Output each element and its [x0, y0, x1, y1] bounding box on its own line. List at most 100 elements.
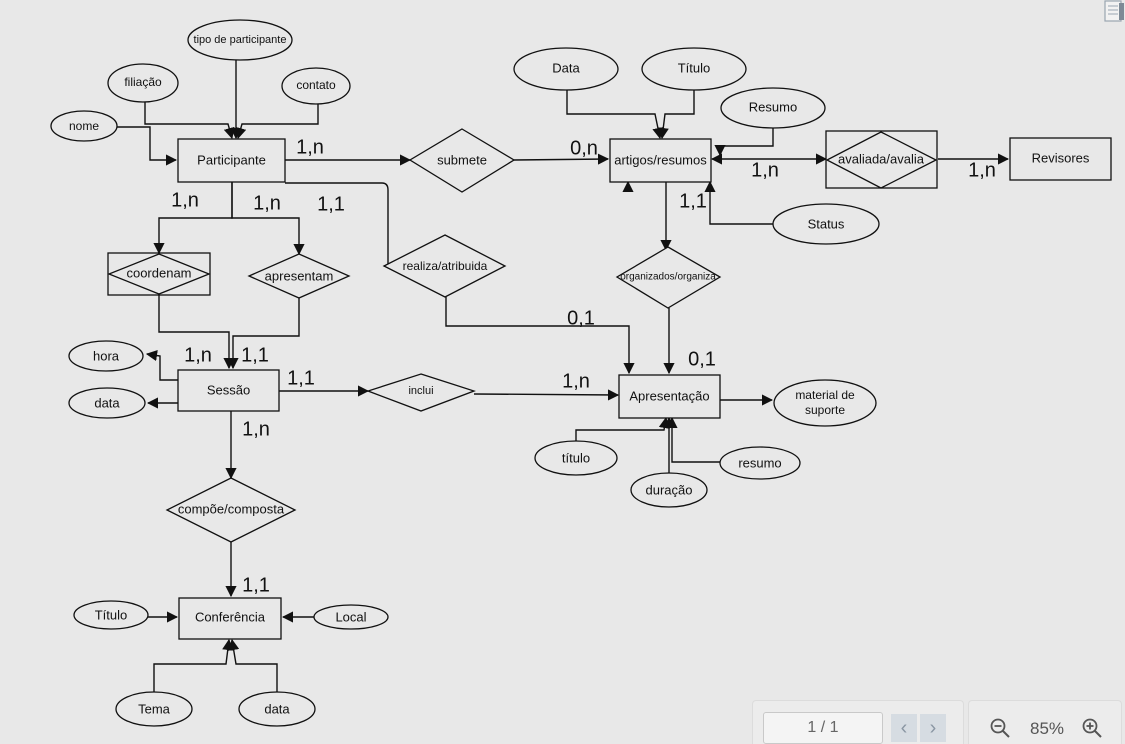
svg-text:título: título [562, 450, 590, 465]
attr-local: Local [313, 604, 389, 630]
card-org-ap: 0,1 [688, 348, 716, 370]
card-sessao-inclui: 1,1 [287, 367, 315, 389]
chevron-right-icon[interactable]: › [920, 714, 946, 742]
svg-text:realiza/atribuida: realiza/atribuida [403, 259, 488, 273]
svg-text:Resumo: Resumo [749, 99, 797, 114]
rel-apresentam: apresentam [247, 253, 351, 299]
card-avaliada-rev: 1,n [968, 159, 996, 181]
attr-contato: contato [281, 67, 351, 105]
card-coord-sessao: 1,n [184, 344, 212, 366]
card-part-coord: 1,n [171, 189, 199, 211]
svg-text:Título: Título [95, 607, 128, 622]
card-apres-sessao: 1,1 [241, 344, 269, 366]
attr-hora: hora [68, 340, 144, 372]
attr-data-conferencia: data [238, 691, 316, 727]
svg-text:submete: submete [437, 152, 487, 167]
svg-text:resumo: resumo [738, 455, 781, 470]
cardinalities: 1,n 0,n 1,n 1,n 1,1 1,n 1,n 1,1 0,1 0,1 … [171, 136, 996, 596]
attr-resumo-apresentacao: resumo [719, 446, 801, 480]
svg-text:Apresentação: Apresentação [629, 388, 709, 403]
zoom-level: 85% [1029, 719, 1065, 738]
svg-text:compõe/composta: compõe/composta [178, 501, 285, 516]
edge-contato-participante [235, 104, 319, 140]
attr-nome: nome [50, 110, 118, 142]
edge-nome-participante [117, 126, 178, 166]
svg-text:Sessão: Sessão [207, 382, 250, 397]
zoom-in-icon[interactable] [1081, 717, 1103, 739]
edge-titulo-artigos [657, 90, 695, 140]
svg-text:Data: Data [552, 60, 580, 75]
svg-text:Participante: Participante [197, 152, 266, 167]
svg-text:filiação: filiação [124, 75, 162, 89]
svg-text:organizados/organiza: organizados/organiza [620, 272, 716, 283]
rel-compoe-composta: compõe/composta [165, 477, 297, 543]
edge-data-artigos [566, 90, 664, 140]
card-part-submete: 1,n [296, 136, 324, 158]
edge-filiacao-participante [144, 102, 235, 140]
rel-realiza-atribuida: realiza/atribuida [382, 234, 507, 298]
svg-text:Revisores: Revisores [1032, 150, 1090, 165]
edge-status-artigos [704, 180, 774, 225]
edge-data-conferencia [228, 638, 278, 692]
entity-participante: Participante [177, 138, 286, 183]
assoc-entity-coordenam: coordenam [107, 252, 211, 296]
svg-text:Conferência: Conferência [195, 609, 266, 624]
entity-artigos-resumos: artigos/resumos [609, 138, 712, 183]
page-navigation-bar: 1 / 1 ‹ › [752, 700, 964, 744]
zoom-out-icon[interactable] [989, 717, 1011, 739]
svg-text:avaliada/avalia: avaliada/avalia [838, 151, 925, 166]
svg-text:data: data [264, 701, 290, 716]
card-art-avaliada: 1,n [751, 159, 779, 181]
edges [117, 60, 1010, 692]
attr-duracao: duração [630, 472, 708, 508]
card-part-apres: 1,n [253, 192, 281, 214]
attr-status: Status [772, 203, 880, 245]
attr-material-suporte: material de suporte [773, 379, 877, 427]
svg-text:tipo de participante: tipo de participante [194, 34, 287, 46]
edge-participante-realiza [285, 182, 395, 272]
entity-apresentacao: Apresentação [618, 374, 721, 419]
edge-apresentam-sessao [227, 298, 300, 370]
svg-text:hora: hora [93, 348, 120, 363]
svg-text:Título: Título [678, 60, 711, 75]
assoc-entity-avaliada-avalia: avaliada/avalia [825, 130, 938, 189]
svg-text:inclui: inclui [408, 385, 433, 397]
svg-text:data: data [94, 395, 120, 410]
attr-data-artigo: Data [513, 47, 619, 91]
attr-data-sessao: data [68, 387, 146, 419]
card-inclui-ap: 1,n [562, 370, 590, 392]
document-icon[interactable] [1104, 0, 1125, 22]
rel-organizados-organiza: organizados/organiza [615, 246, 722, 309]
zoom-controls: 85% [968, 700, 1122, 744]
page-indicator[interactable]: 1 / 1 [763, 712, 883, 744]
edge-resumo-apresentacao [666, 416, 720, 463]
entity-revisores: Revisores [1009, 137, 1112, 181]
attr-titulo-artigo: Título [641, 47, 747, 91]
chevron-left-icon[interactable]: ‹ [891, 714, 917, 742]
edge-submete-artigos [513, 153, 610, 165]
svg-text:coordenam: coordenam [126, 265, 191, 280]
attr-resumo-artigo: Resumo [720, 87, 826, 129]
attr-tipo-participante: tipo de participante [187, 19, 293, 61]
edge-inclui-apresentacao [473, 389, 620, 401]
edge-sessao-hora [145, 349, 178, 381]
edge-participante-apresentam [231, 182, 305, 256]
rel-submete: submete [408, 128, 516, 193]
edge-realiza-apresentacao [445, 297, 635, 375]
attr-tema: Tema [115, 691, 193, 727]
svg-text:Local: Local [335, 609, 366, 624]
entity-sessao: Sessão [177, 369, 280, 412]
svg-text:material de: material de [795, 388, 855, 402]
attr-titulo-conferencia: Título [73, 600, 149, 630]
edge-resumo-artigos [714, 128, 774, 157]
attr-titulo-apresentacao: título [534, 440, 618, 476]
edge-titulo-apresentacao [575, 416, 670, 441]
svg-text:nome: nome [69, 119, 99, 133]
edge-coordenam-sessao [158, 295, 235, 370]
svg-text:apresentam: apresentam [265, 268, 334, 283]
svg-text:Tema: Tema [138, 701, 171, 716]
svg-text:Status: Status [808, 216, 845, 231]
attr-filiacao: filiação [107, 63, 179, 103]
svg-text:contato: contato [296, 78, 336, 92]
